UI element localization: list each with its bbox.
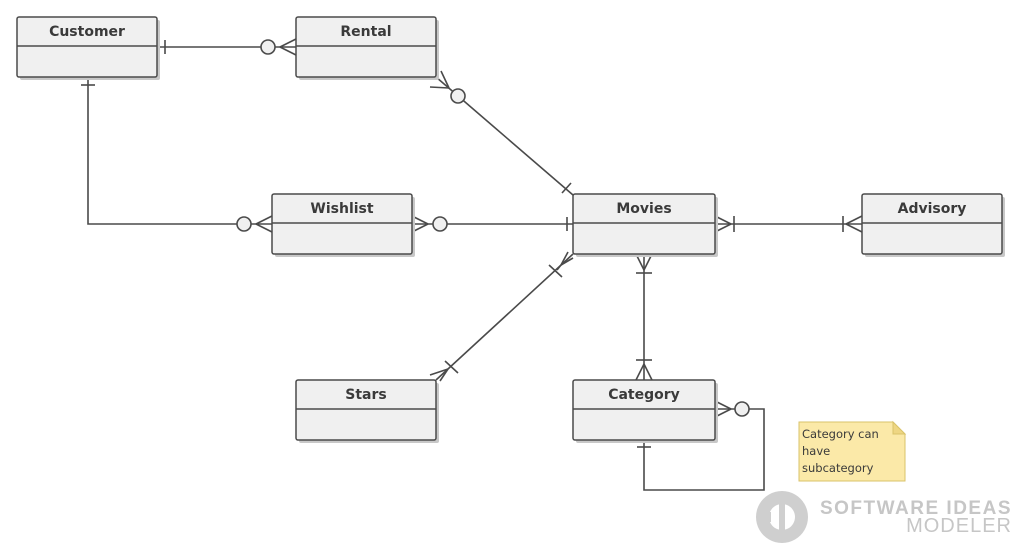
watermark-line-2: MODELER <box>906 515 1012 537</box>
note-text-line-3: subcategory <box>802 461 874 475</box>
note-text-line-2: have <box>802 444 830 458</box>
relationship-customer-wishlist[interactable] <box>87 78 272 225</box>
entity-title-wishlist: Wishlist <box>310 201 373 217</box>
entity-movies[interactable]: Movies <box>572 193 718 257</box>
notation-one-many-stars-movies <box>429 360 459 382</box>
entity-title-advisory: Advisory <box>898 201 967 217</box>
entity-title-movies: Movies <box>616 201 671 217</box>
software-ideas-logo-icon <box>756 491 809 544</box>
notation-zero-many-rental-customer <box>260 38 297 56</box>
notation-one-many-movies-stars <box>548 251 574 278</box>
entity-category[interactable]: Category <box>572 379 718 443</box>
entity-title-rental: Rental <box>340 24 391 40</box>
notation-zero-many-category-self <box>714 400 750 418</box>
entity-rental[interactable]: Rental <box>295 16 439 80</box>
watermark-line-1: SOFTWARE IDEAS <box>820 498 1012 519</box>
notation-one-movies-rental <box>561 182 572 194</box>
software-ideas-modeler-watermark: SOFTWARE IDEAS MODELER <box>756 491 1012 544</box>
entity-title-stars: Stars <box>345 387 386 403</box>
entity-wishlist[interactable]: Wishlist <box>271 193 415 257</box>
entity-stars[interactable]: Stars <box>295 379 439 443</box>
entity-title-customer: Customer <box>49 24 125 40</box>
relationship-movies-stars[interactable] <box>435 253 574 381</box>
notation-one-many-advisory-movies <box>842 215 863 233</box>
entity-advisory[interactable]: Advisory <box>861 193 1005 257</box>
entity-title-category: Category <box>608 387 680 403</box>
notation-zero-many-rental-movies <box>429 70 466 104</box>
entity-customer[interactable]: Customer <box>16 16 160 80</box>
note-text-line-1: Category can <box>802 427 879 441</box>
notation-zero-many-wishlist-customer <box>236 215 273 233</box>
notation-one-many-category-movies <box>635 359 653 381</box>
note-category-subcategory[interactable]: Category can have subcategory <box>798 420 907 482</box>
